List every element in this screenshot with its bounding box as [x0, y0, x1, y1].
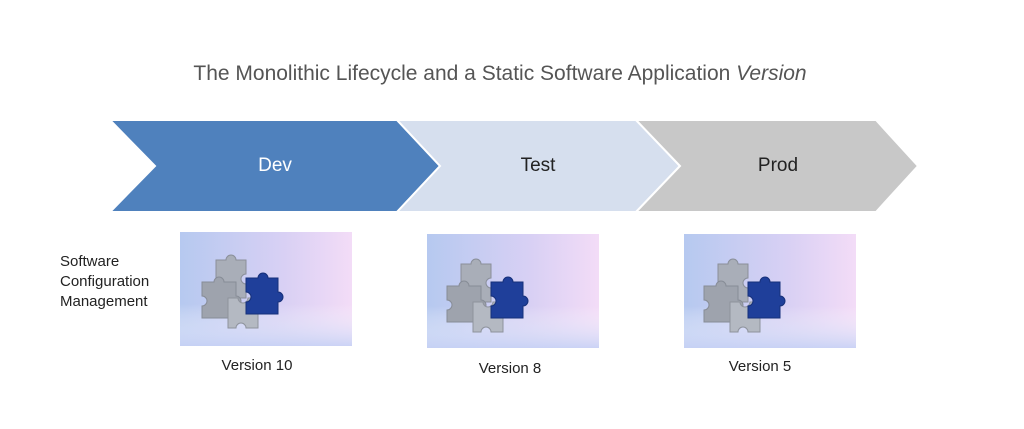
puzzle-pieces-icon	[684, 234, 856, 348]
thumbnail-dev	[180, 232, 352, 346]
chevron-prod	[633, 119, 920, 213]
scm-label-line-2: Configuration	[60, 273, 150, 290]
title-emphasis: Version	[736, 62, 807, 85]
puzzle-pieces-icon	[180, 232, 352, 346]
scm-label-line-1: Software	[60, 253, 120, 270]
thumbnail-test	[427, 234, 599, 348]
version-label-test: Version 8	[478, 360, 542, 377]
scm-label-line-3: Management	[60, 293, 148, 310]
scm-label: Software Configuration Management	[60, 252, 149, 312]
version-label-prod: Version 5	[728, 358, 792, 375]
thumbnail-prod	[684, 234, 856, 348]
diagram-title: The Monolithic Lifecycle and a Static So…	[0, 62, 1000, 86]
version-label-dev: Version 10	[221, 357, 293, 374]
stage-label-test: Test	[520, 155, 556, 176]
stage-label-prod: Prod	[757, 155, 799, 176]
stage-label-dev: Dev	[258, 155, 292, 176]
title-main: The Monolithic Lifecycle and a Static So…	[193, 62, 737, 85]
puzzle-pieces-icon	[427, 234, 599, 348]
